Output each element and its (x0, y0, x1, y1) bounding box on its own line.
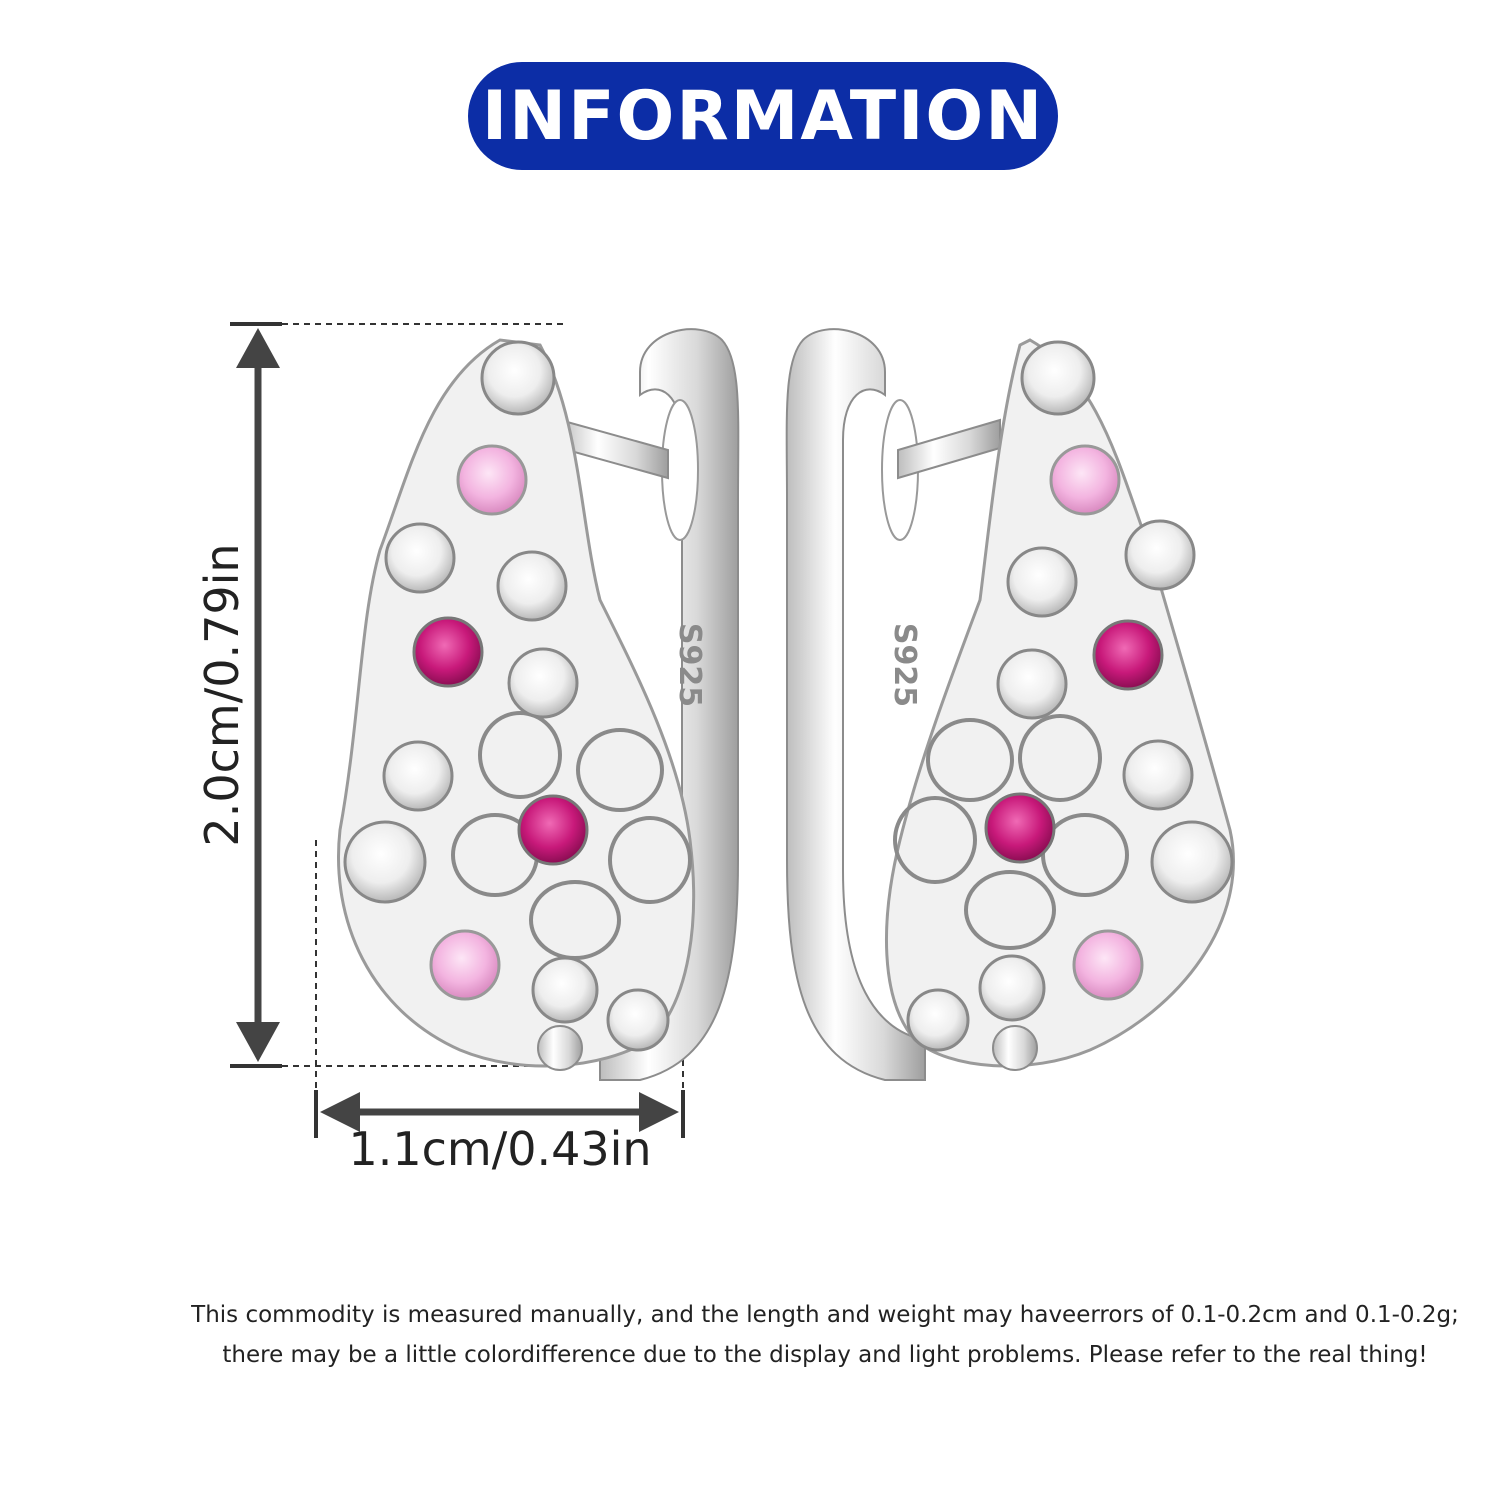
right-earring: S925 (785, 328, 1235, 1081)
width-arrow-left-icon (320, 1092, 360, 1132)
width-label: 1.1cm/0.43in (348, 1122, 652, 1176)
left-earring: S925 (337, 328, 740, 1081)
disclaimer-line-1: This commodity is measured manually, and… (191, 1302, 1459, 1328)
height-label-text: 2.0cm/0.79in (195, 543, 249, 847)
height-arrow-up-icon (236, 328, 280, 368)
disclaimer-line-2: there may be a little colordifference du… (222, 1342, 1428, 1368)
disclaimer-note: This commodity is measured manually, and… (150, 1295, 1500, 1375)
information-title: INFORMATION (481, 76, 1045, 156)
width-arrow-right-icon (639, 1092, 679, 1132)
right-engraving: S925 (887, 623, 922, 707)
left-engraving: S925 (672, 623, 707, 707)
height-arrow-down-icon (236, 1022, 280, 1062)
information-title-badge: INFORMATION (468, 62, 1058, 170)
